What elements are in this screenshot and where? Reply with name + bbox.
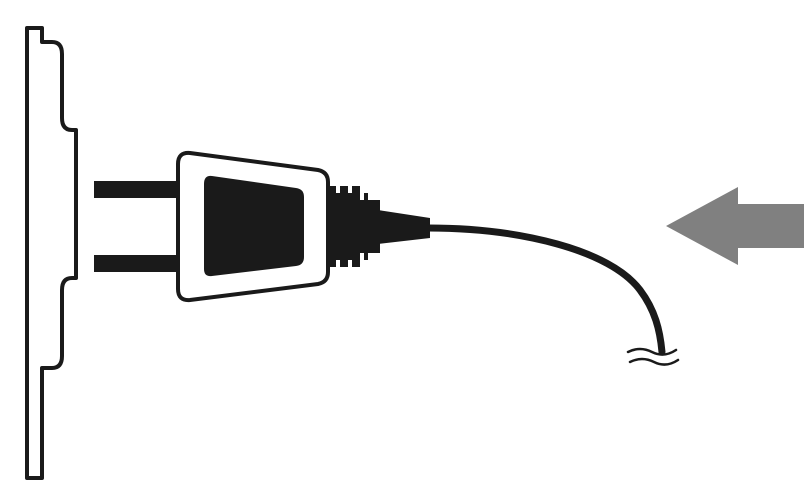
lower-prong-icon: [94, 255, 180, 272]
plug-grip-panel-icon: [204, 175, 304, 277]
cord-break-marks-icon: [626, 347, 680, 366]
wall-outlet-plate-icon: [25, 26, 78, 480]
power-cord-icon: [424, 224, 666, 356]
strain-relief-icon: [326, 186, 430, 267]
upper-prong-icon: [94, 181, 180, 198]
direction-arrow-left-icon: [666, 187, 804, 265]
